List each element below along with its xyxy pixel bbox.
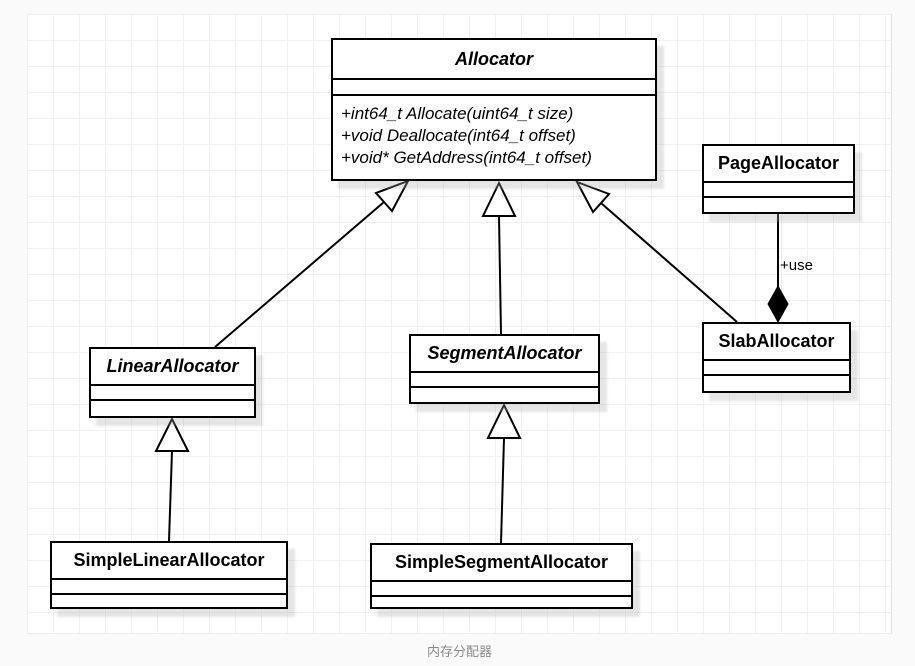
class-box-slab-allocator[interactable]: SlabAllocator: [702, 322, 851, 393]
diagram-caption: 内存分配器: [426, 644, 492, 659]
class-attributes-compartment: [704, 183, 853, 198]
class-title: LinearAllocator: [91, 349, 254, 386]
inheritance-arrow-icon: [154, 416, 190, 452]
class-title: SimpleSegmentAllocator: [372, 545, 631, 582]
class-attributes-compartment: [411, 373, 598, 388]
class-methods-compartment: [704, 198, 853, 205]
class-box-simple-segment-allocator[interactable]: SimpleSegmentAllocator: [370, 543, 633, 609]
edge-simple-linear-to-linear[interactable]: [154, 416, 190, 542]
class-attributes-compartment: [91, 386, 254, 401]
class-title: PageAllocator: [704, 146, 853, 183]
edge-label-use[interactable]: +use: [780, 257, 813, 274]
method-line: +void* GetAddress(int64_t offset): [341, 148, 592, 167]
class-box-simple-linear-allocator[interactable]: SimpleLinearAllocator: [50, 541, 288, 609]
inheritance-arrow-icon: [486, 402, 522, 439]
class-methods-compartment: [411, 388, 598, 395]
edge-segment-to-allocator[interactable]: [481, 180, 517, 335]
class-title: Allocator: [333, 40, 655, 80]
class-methods-compartment: [91, 401, 254, 408]
class-attributes-compartment: [333, 80, 655, 96]
class-methods-compartment: [52, 595, 286, 602]
class-methods-compartment: [372, 597, 631, 604]
inheritance-arrow-icon: [481, 180, 517, 217]
class-methods-compartment: [704, 376, 849, 383]
edge-slab-to-allocator[interactable]: [574, 180, 738, 323]
edge-simple-segment-to-segment[interactable]: [486, 402, 522, 544]
class-attributes-compartment: [372, 582, 631, 597]
class-box-linear-allocator[interactable]: LinearAllocator: [89, 347, 256, 418]
class-title: SimpleLinearAllocator: [52, 543, 286, 580]
class-title: SegmentAllocator: [411, 336, 598, 373]
class-box-allocator[interactable]: Allocator +int64_t Allocate(uint64_t siz…: [331, 38, 657, 181]
class-box-page-allocator[interactable]: PageAllocator: [702, 144, 855, 214]
composition-diamond-icon: [767, 284, 789, 324]
method-line: +void Deallocate(int64_t offset): [341, 126, 576, 145]
class-methods-compartment: +int64_t Allocate(uint64_t size) +void D…: [333, 96, 655, 169]
class-box-segment-allocator[interactable]: SegmentAllocator: [409, 334, 600, 404]
inheritance-arrow-icon: [374, 179, 411, 213]
edge-linear-to-allocator[interactable]: [214, 179, 411, 348]
method-line: +int64_t Allocate(uint64_t size): [341, 104, 574, 123]
class-attributes-compartment: [704, 361, 849, 376]
class-attributes-compartment: [52, 580, 286, 595]
class-title: SlabAllocator: [704, 324, 849, 361]
inheritance-arrow-icon: [574, 180, 611, 214]
